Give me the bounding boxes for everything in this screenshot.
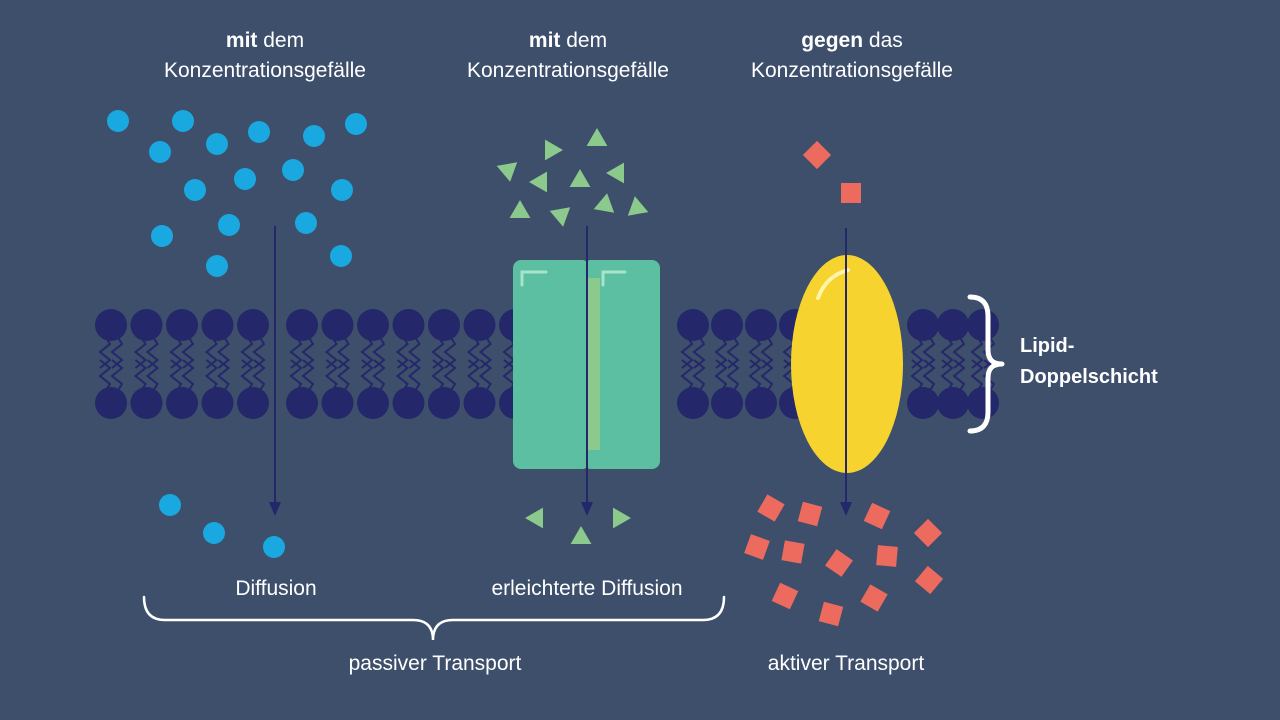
- phospholipid-head: [237, 387, 269, 419]
- facilitated-molecule: [569, 169, 591, 187]
- diffusion-molecule: [248, 121, 270, 143]
- diffusion-molecules: [107, 110, 367, 558]
- lipid-bilayer: [95, 309, 999, 419]
- active-transport-molecule: [757, 494, 785, 522]
- phospholipid-head: [95, 309, 127, 341]
- diffusion-molecule: [295, 212, 317, 234]
- phospholipid-head: [95, 387, 127, 419]
- phospholipid-head: [463, 309, 496, 341]
- header-facilitated: mit dem Konzentrationsgefälle: [467, 29, 669, 82]
- facilitated-molecule: [606, 162, 624, 184]
- facilitated-molecule: [593, 193, 615, 213]
- facilitated-molecule: [627, 196, 649, 216]
- active-transport-molecule: [876, 545, 898, 567]
- phospholipid-head: [937, 387, 969, 419]
- active-transport-molecule: [802, 140, 832, 170]
- active-transport-molecule: [771, 582, 799, 610]
- label-lipid-bilayer: Lipid- Doppelschicht: [1020, 335, 1158, 388]
- label-facilitated-diffusion: erleichterte Diffusion: [491, 577, 683, 600]
- active-transport-molecule: [818, 601, 844, 627]
- phospholipid-head: [166, 309, 198, 341]
- header-active: gegen das Konzentrationsgefälle: [751, 29, 953, 82]
- phospholipid-head: [201, 387, 234, 419]
- active-transport-molecules: [744, 140, 944, 627]
- phospholipid-head: [357, 387, 389, 419]
- phospholipid-head: [907, 387, 939, 419]
- phospholipid-head: [286, 309, 318, 341]
- phospholipid-head: [392, 309, 425, 341]
- phospholipid-head: [321, 309, 354, 341]
- phospholipid-head: [428, 387, 460, 419]
- diffusion-molecule: [331, 179, 353, 201]
- phospholipid-head: [237, 309, 269, 341]
- phospholipid-head: [321, 387, 354, 419]
- facilitated-molecule: [545, 139, 563, 161]
- active-transport-molecule: [841, 183, 861, 203]
- diffusion-molecule: [263, 536, 285, 558]
- facilitated-molecules: [496, 128, 649, 544]
- phospholipid-head: [166, 387, 198, 419]
- facilitated-molecule: [529, 171, 547, 193]
- facilitated-molecule: [525, 507, 543, 529]
- membrane-brace: [967, 294, 1005, 434]
- active-transport-molecule: [781, 540, 805, 564]
- phospholipid-head: [967, 309, 999, 341]
- diffusion-molecule: [330, 245, 352, 267]
- diffusion-molecule: [218, 214, 240, 236]
- facilitated-molecule: [549, 207, 571, 227]
- phospholipid-head: [745, 309, 777, 341]
- facilitated-molecule: [570, 526, 592, 544]
- phospholipid-head: [677, 387, 709, 419]
- passive-brace: [142, 595, 726, 641]
- phospholipid-head: [937, 309, 969, 341]
- diffusion-molecule: [282, 159, 304, 181]
- diffusion-molecule: [172, 110, 194, 132]
- facilitated-molecule: [496, 162, 518, 182]
- phospholipid-head: [967, 387, 999, 419]
- facilitated-molecule: [509, 200, 531, 218]
- transport-arrows: [269, 226, 852, 516]
- diffusion-molecule: [184, 179, 206, 201]
- phospholipid-head: [711, 387, 743, 419]
- label-diffusion: Diffusion: [235, 577, 317, 600]
- phospholipid-head: [428, 309, 460, 341]
- active-transport-molecule: [863, 502, 891, 530]
- active-transport-molecule: [914, 565, 944, 595]
- phospholipid-head: [130, 387, 163, 419]
- diffusion-molecule: [203, 522, 225, 544]
- diffusion-molecule: [107, 110, 129, 132]
- active-transport-molecule: [913, 518, 943, 548]
- label-passive-transport: passiver Transport: [348, 652, 522, 675]
- facilitated-molecule: [613, 507, 631, 529]
- phospholipid-head: [677, 309, 709, 341]
- phospholipid-head: [463, 387, 496, 419]
- diffusion-molecule: [159, 494, 181, 516]
- diffusion-molecule: [206, 255, 228, 277]
- phospholipid-head: [745, 387, 777, 419]
- active-transport-molecule: [825, 549, 853, 577]
- label-active-transport: aktiver Transport: [767, 652, 925, 675]
- phospholipid-head: [907, 309, 939, 341]
- active-transport-molecule: [797, 501, 823, 527]
- diffusion-molecule: [345, 113, 367, 135]
- diffusion-molecule: [151, 225, 173, 247]
- phospholipid-head: [286, 387, 318, 419]
- header-diffusion: mit dem Konzentrationsgefälle: [164, 29, 366, 82]
- channel-protein: [513, 260, 660, 469]
- phospholipid-head: [392, 387, 425, 419]
- active-transport-molecule: [744, 534, 770, 560]
- diffusion-molecule: [234, 168, 256, 190]
- phospholipid-head: [130, 309, 163, 341]
- phospholipid-head: [357, 309, 389, 341]
- diffusion-molecule: [206, 133, 228, 155]
- diffusion-molecule: [303, 125, 325, 147]
- facilitated-molecule: [586, 128, 608, 146]
- active-transport-molecule: [860, 584, 888, 612]
- phospholipid-head: [201, 309, 234, 341]
- diffusion-molecule: [149, 141, 171, 163]
- phospholipid-head: [711, 309, 743, 341]
